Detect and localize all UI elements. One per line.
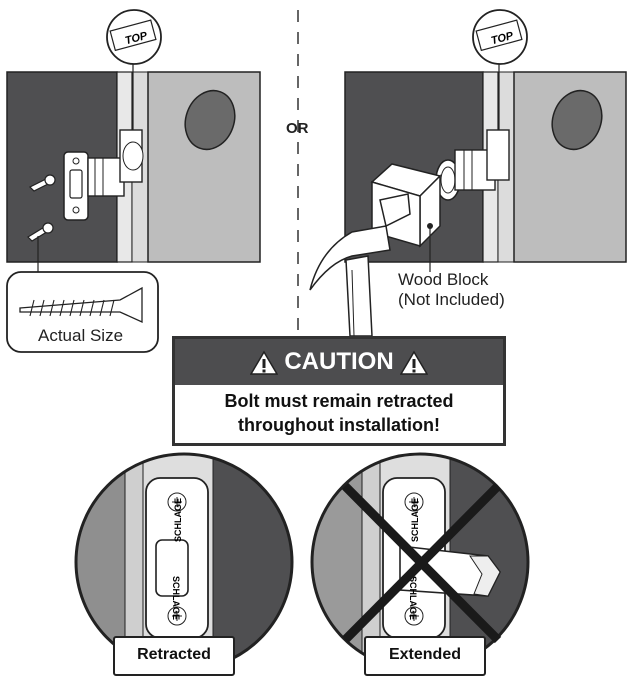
- wood-block-label: Wood Block (Not Included): [398, 270, 505, 310]
- caution-line1: Bolt must remain retracted: [224, 391, 454, 411]
- svg-text:SCHLAGE: SCHLAGE: [173, 498, 183, 542]
- svg-text:SCHLAGE: SCHLAGE: [410, 498, 420, 542]
- extended-label: Extended: [364, 636, 486, 676]
- screw-1: [28, 174, 56, 192]
- top-tag-left: TOP: [106, 9, 162, 132]
- caution-title: CAUTION: [284, 348, 394, 375]
- warning-icon: [249, 350, 278, 375]
- top-tag-right: TOP: [472, 9, 528, 132]
- caution-header: CAUTION: [175, 339, 503, 385]
- wood-block-line1: Wood Block: [398, 270, 489, 289]
- svg-text:SCHLAGE: SCHLAGE: [171, 576, 181, 620]
- actual-size-label: Actual Size: [38, 326, 124, 345]
- or-label: OR: [286, 120, 309, 137]
- svg-text:TOP: TOP: [124, 30, 149, 48]
- retracted-label: Retracted: [113, 636, 235, 676]
- caution-box: CAUTION Bolt must remain retracted throu…: [172, 336, 506, 446]
- actual-size-callout: [6, 271, 159, 353]
- x-mark: [341, 482, 502, 644]
- latch-assembly-left: [63, 129, 144, 221]
- latch-assembly-right: [435, 129, 510, 201]
- warning-icon: [400, 350, 429, 375]
- extended-view: SCHLAGE SCHLAGE: [310, 452, 530, 672]
- screw-2: [27, 222, 54, 272]
- svg-text:TOP: TOP: [490, 30, 515, 48]
- caution-message: Bolt must remain retracted throughout in…: [175, 389, 503, 437]
- caution-line2: throughout installation!: [238, 415, 440, 435]
- svg-text:SCHLAGE: SCHLAGE: [408, 576, 418, 620]
- wood-block-line2: (Not Included): [398, 290, 505, 309]
